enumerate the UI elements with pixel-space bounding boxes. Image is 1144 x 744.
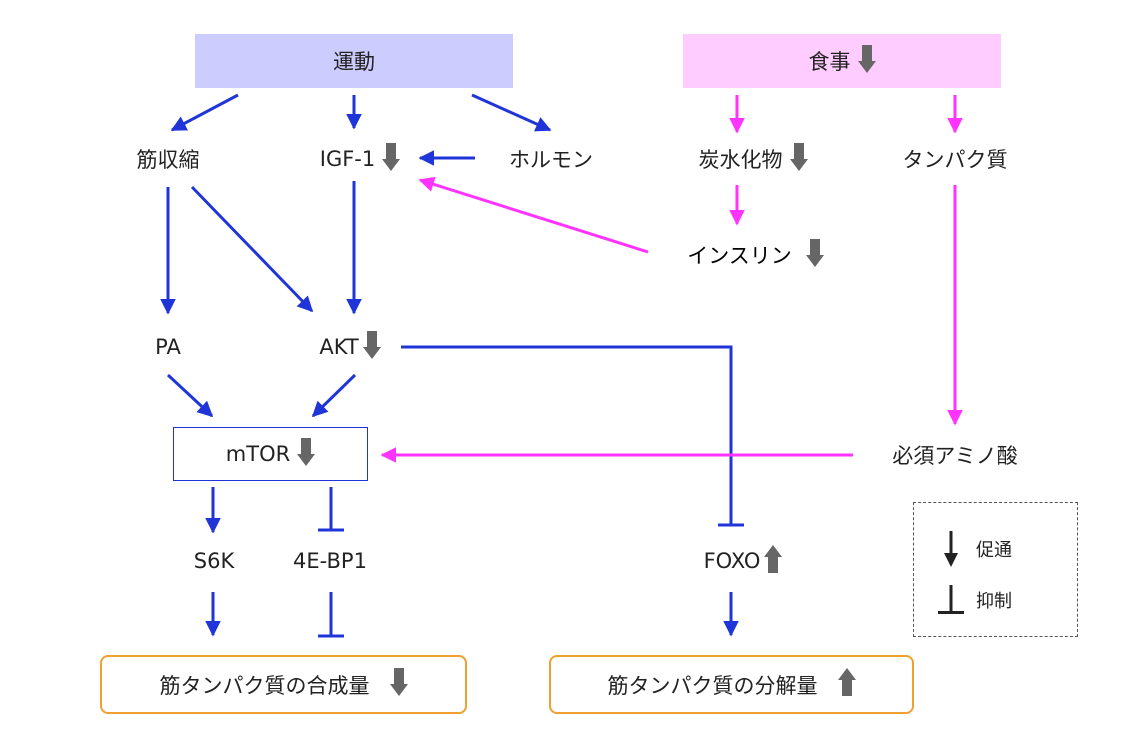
exercise-box: 運動 xyxy=(195,34,513,88)
carbohydrate-label: 炭水化物 xyxy=(698,148,783,172)
edge-exercise-contraction xyxy=(170,93,239,132)
decrease-arrow-icon xyxy=(297,437,316,471)
edge-contraction-akt xyxy=(190,185,314,313)
legend-inhibit-label: 抑制 xyxy=(976,591,1012,612)
increase-arrow-icon xyxy=(837,668,856,701)
akt-label: AKT xyxy=(319,335,359,359)
promote-arrow-icon xyxy=(936,531,966,567)
inhibit-akt-foxo xyxy=(401,345,744,527)
igf1-label: IGF-1 xyxy=(319,147,376,171)
synthesis-label: 筋タンパク質の合成量 xyxy=(159,673,370,698)
pa-label: PA xyxy=(155,335,181,359)
legend-inhibit-row: 抑制 xyxy=(936,585,1012,615)
foxo-label: FOXO xyxy=(703,549,761,573)
inhibit-4ebp1-synthesis xyxy=(318,592,344,638)
increase-arrow-icon xyxy=(764,544,783,578)
pa-node: PA xyxy=(135,328,201,366)
contraction-node: 筋収縮 xyxy=(108,140,228,178)
breakdown-box: 筋タンパク質の分解量 xyxy=(549,655,914,714)
decrease-arrow-icon xyxy=(362,330,381,364)
mtor-label: mTOR xyxy=(225,442,291,466)
igf1-node: IGF-1 xyxy=(295,140,425,178)
diet-label: 食事 xyxy=(808,50,851,74)
legend-promote-label: 促通 xyxy=(976,540,1012,561)
decrease-arrow-icon xyxy=(805,238,824,272)
insulin-label: インスリン xyxy=(687,244,792,268)
edge-exercise-hormone xyxy=(471,93,552,132)
legend-promote-row: 促通 xyxy=(936,531,1012,567)
inhibit-bar-icon xyxy=(936,585,966,615)
edge-insulin-igf1 xyxy=(418,176,649,254)
protein-label: タンパク質 xyxy=(902,148,1008,172)
exercise-label: 運動 xyxy=(333,50,375,74)
hormone-node: ホルモン xyxy=(488,140,614,178)
contraction-label: 筋収縮 xyxy=(136,148,200,172)
mtor-box: mTOR xyxy=(173,427,368,481)
decrease-arrow-icon xyxy=(857,44,876,78)
breakdown-label: 筋タンパク質の分解量 xyxy=(607,673,818,698)
legend: 促通 抑制 xyxy=(913,502,1078,637)
carbohydrate-node: 炭水化物 xyxy=(673,140,833,178)
synthesis-box: 筋タンパク質の合成量 xyxy=(100,655,467,714)
eif4ebp1-label: 4E-BP1 xyxy=(293,549,367,573)
inhibit-mtor-4ebp1 xyxy=(318,487,344,532)
protein-node: タンパク質 xyxy=(880,140,1030,178)
hormone-label: ホルモン xyxy=(509,148,593,172)
decrease-arrow-icon xyxy=(389,668,408,701)
essential-amino-acids-label: 必須アミノ酸 xyxy=(892,444,1018,468)
diet-box: 食事 xyxy=(683,34,1001,88)
akt-node: AKT xyxy=(300,328,400,366)
essential-amino-acids-node: 必須アミノ酸 xyxy=(870,436,1040,474)
s6k-label: S6K xyxy=(193,549,235,573)
insulin-node: インスリン xyxy=(668,235,843,275)
edge-akt-mtor xyxy=(311,373,357,418)
decrease-arrow-icon xyxy=(382,142,401,176)
decrease-arrow-icon xyxy=(789,142,808,176)
edge-pa-mtor xyxy=(166,373,214,418)
s6k-node: S6K xyxy=(176,542,252,580)
eif4ebp1-node: 4E-BP1 xyxy=(268,542,392,580)
foxo-node: FOXO xyxy=(683,542,803,580)
